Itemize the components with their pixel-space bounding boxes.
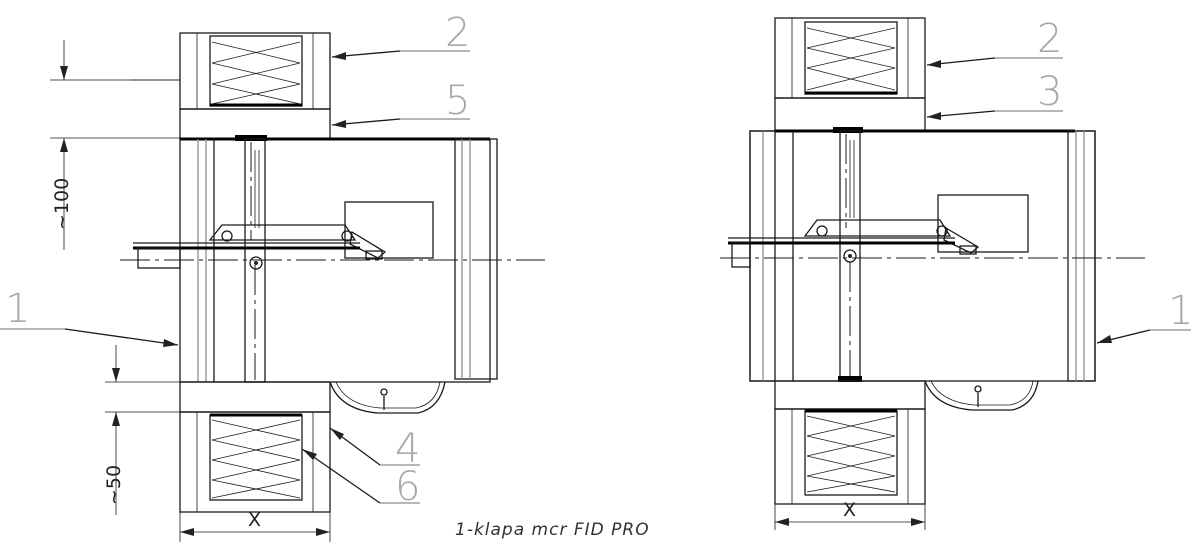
dimension-label-top: ~100 xyxy=(51,178,73,230)
dimension-x-right: X xyxy=(774,499,926,530)
callout-1-left: 1 xyxy=(0,286,179,347)
dimension-bottom-left: ~50 xyxy=(103,345,180,515)
wall-bottom-left xyxy=(179,411,331,513)
inspection-hatch-right xyxy=(924,380,1039,411)
callout-label-5-left: 5 xyxy=(445,78,470,124)
callout-2-right: 2 xyxy=(926,16,1063,68)
dimension-x-left: X xyxy=(179,509,331,542)
callout-label-3-right: 3 xyxy=(1037,69,1062,115)
callout-label-1-left: 1 xyxy=(5,286,30,332)
inspection-hatch-left xyxy=(329,381,446,414)
callout-6-left: 6 xyxy=(301,448,420,510)
callout-1-right: 1 xyxy=(1096,288,1191,344)
damper-casing-left xyxy=(179,135,498,383)
mineral-wool-top-left xyxy=(179,108,331,140)
right-drawing: X 2 3 1 xyxy=(720,16,1191,530)
callout-label-2-right: 2 xyxy=(1037,16,1062,62)
callout-label-4-left: 4 xyxy=(395,426,420,472)
callout-label-1-right: 1 xyxy=(1168,288,1191,334)
wall-top-right xyxy=(774,17,926,99)
callout-2-left: 2 xyxy=(331,10,470,60)
mortar-top-right xyxy=(774,97,926,132)
callout-5-left: 5 xyxy=(331,78,470,128)
dimension-label-x-left: X xyxy=(248,509,261,531)
caption: 1-klapa mcr FID PRO xyxy=(455,520,650,540)
dimension-label-bottom: ~50 xyxy=(103,465,125,505)
callout-4-left: 4 xyxy=(329,426,420,472)
damper-casing-right xyxy=(749,127,1096,382)
mortar-bottom-right xyxy=(774,380,926,410)
dimension-label-x-right: X xyxy=(843,499,856,521)
dimension-top-left: ~100 xyxy=(50,40,180,250)
mechanism-left xyxy=(133,201,434,270)
mineral-wool-bottom-left xyxy=(179,381,331,413)
wall-top-left xyxy=(179,32,331,110)
mechanism-right xyxy=(728,194,1029,268)
left-drawing: ~100 ~50 X 1 xyxy=(0,10,545,542)
callout-3-right: 3 xyxy=(926,69,1063,120)
callout-label-2-left: 2 xyxy=(445,10,470,56)
callout-label-6-left: 6 xyxy=(395,464,420,510)
wall-bottom-right xyxy=(774,408,926,505)
